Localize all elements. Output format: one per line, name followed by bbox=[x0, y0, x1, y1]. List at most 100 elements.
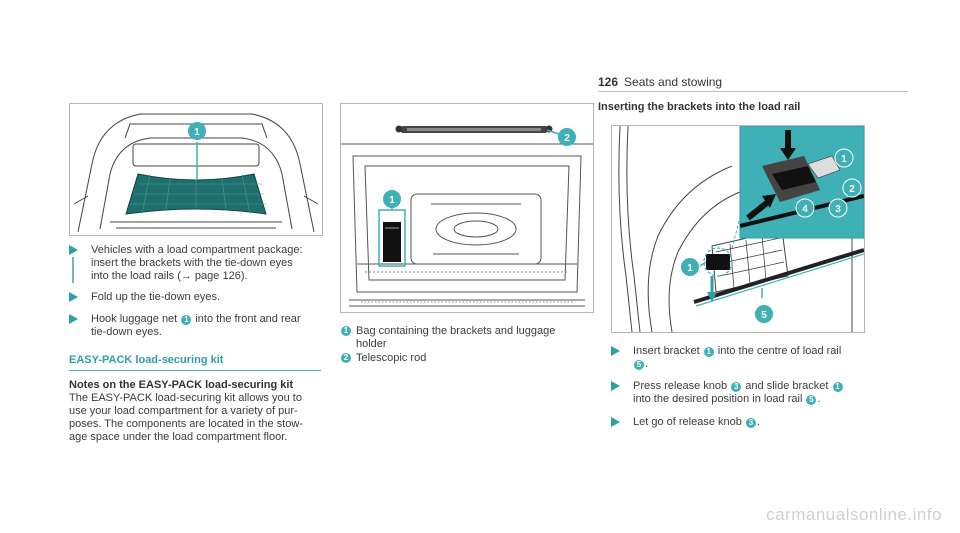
luggage-net-small bbox=[715, 235, 785, 289]
section-heading: EASY-PACK load-securing kit bbox=[69, 354, 224, 366]
callout-1-main bbox=[681, 258, 699, 276]
right-step-2-line-1: Press release knob 3 and slide bracket 1 bbox=[633, 380, 844, 393]
callout-badge: 3 bbox=[745, 418, 756, 428]
callout-1-label: 1 bbox=[389, 195, 395, 206]
legend-item-1-text: Bag containing the brackets and luggage … bbox=[356, 325, 555, 351]
luggage-net-illustration: 1 bbox=[73, 113, 319, 233]
right-step-2-text: Press release knob 3 and slide bracket 1… bbox=[633, 380, 844, 406]
section-title: Seats and stowing bbox=[624, 75, 723, 89]
step-2-text: Fold up the tie-down eyes. bbox=[91, 291, 221, 303]
right-steps: Insert bracket 1 into the centre of load… bbox=[611, 345, 891, 465]
step-arrow-icon bbox=[69, 292, 78, 302]
step-1-line-1: Vehicles with a load compartment package… bbox=[91, 244, 303, 256]
callout-1-main-label: 1 bbox=[687, 263, 693, 274]
step-divider bbox=[72, 257, 74, 283]
page-number: 126 bbox=[598, 75, 619, 89]
callout-3-label: 3 bbox=[835, 204, 841, 215]
insert-arrow-icon bbox=[707, 292, 717, 302]
callout-badge: 3 bbox=[731, 382, 742, 392]
callout-3 bbox=[828, 198, 848, 218]
figure-floor-compartment: 2 1 bbox=[340, 103, 594, 313]
legend-1-line-1: Bag containing the brackets and luggage bbox=[356, 325, 556, 337]
step-2: Fold up the tie-down eyes. bbox=[69, 291, 329, 305]
telescopic-rod bbox=[395, 125, 553, 133]
callout-1-label: 1 bbox=[194, 127, 200, 138]
step-1-line-3: into the load rails (→ page 126). bbox=[91, 270, 248, 282]
right-step-1-text: Insert bracket 1 into the centre of load… bbox=[633, 345, 841, 371]
step-3-line-2: tie-down eyes. bbox=[91, 326, 162, 338]
step-arrow-icon bbox=[611, 346, 620, 356]
right-step-1-c: . bbox=[645, 358, 649, 370]
callout-2 bbox=[558, 128, 576, 146]
callout-badge: 1 bbox=[832, 382, 843, 392]
callout-1 bbox=[383, 190, 401, 208]
step-3-text-b: into the front and rear bbox=[195, 313, 301, 325]
step-1-text: Vehicles with a load compartment package… bbox=[91, 244, 303, 283]
callout-2-label: 2 bbox=[849, 184, 855, 195]
step-3-text: Hook luggage net 1 into the front and re… bbox=[91, 313, 301, 339]
step-3: Hook luggage net 1 into the front and re… bbox=[69, 313, 329, 341]
notes-line-3: poses. The components are located in the… bbox=[69, 418, 303, 430]
right-step-3-a: Let go of release knob bbox=[633, 416, 742, 428]
slide-arrow-icon bbox=[762, 194, 776, 208]
section-heading-rule bbox=[69, 370, 321, 371]
callout-badge: 5 bbox=[806, 395, 817, 405]
right-step-1-line-1: Insert bracket 1 into the centre of load… bbox=[633, 345, 841, 358]
step-1-line-2: insert the brackets with the tie-down ey… bbox=[91, 257, 293, 269]
watermark: carmanualsonline.info bbox=[766, 505, 942, 524]
legend-2-text: Telescopic rod bbox=[356, 352, 427, 364]
figure-bracket-rail: 1 2 3 4 1 5 bbox=[611, 125, 865, 333]
step-arrow-icon bbox=[611, 417, 620, 427]
callout-badge: 5 bbox=[634, 360, 644, 370]
right-step-2-d: . bbox=[817, 393, 821, 405]
callout-2 bbox=[842, 178, 862, 198]
callout-1 bbox=[834, 148, 854, 168]
step-3-text-a: Hook luggage net bbox=[91, 313, 178, 325]
callout-1 bbox=[188, 122, 206, 140]
step-3-line-1: Hook luggage net 1 into the front and re… bbox=[91, 313, 301, 326]
callout-2-label: 2 bbox=[564, 133, 570, 144]
right-step-2-line-2: into the desired position in load rail 5… bbox=[633, 393, 844, 406]
middle-legend: 1 Bag containing the brackets and luggag… bbox=[340, 325, 592, 375]
left-column: Vehicles with a load compartment package… bbox=[69, 244, 329, 474]
step-arrow-icon bbox=[69, 245, 78, 255]
callout-5-label: 5 bbox=[761, 310, 767, 321]
right-step-2: Press release knob 3 and slide bracket 1… bbox=[611, 380, 891, 408]
load-rail bbox=[693, 248, 864, 304]
right-step-2-c: into the desired position in load rail bbox=[633, 393, 803, 405]
right-heading: Inserting the brackets into the load rai… bbox=[598, 101, 801, 113]
callout-badge: 1 bbox=[341, 326, 351, 336]
figure-luggage-net: 1 bbox=[69, 103, 323, 236]
right-step-2-a: Press release knob bbox=[633, 380, 728, 392]
callout-1-label: 1 bbox=[841, 154, 847, 165]
notes-line-1: The EASY-PACK load-securing kit allows y… bbox=[69, 392, 302, 404]
step-1: Vehicles with a load compartment package… bbox=[69, 244, 329, 284]
right-step-1-a: Insert bracket bbox=[633, 345, 700, 357]
right-step-1: Insert bracket 1 into the centre of load… bbox=[611, 345, 891, 373]
legend-item-2: 2 Telescopic rod bbox=[340, 352, 592, 366]
callout-4-label: 4 bbox=[802, 204, 808, 215]
notes-body: The EASY-PACK load-securing kit allows y… bbox=[69, 392, 329, 444]
step-arrow-icon bbox=[69, 314, 78, 324]
floor-compartment-illustration: 2 1 bbox=[341, 125, 593, 307]
legend-1-line-2: holder bbox=[356, 338, 387, 350]
page-header: 126 Seats and stowing bbox=[598, 75, 722, 89]
right-step-3-text: Let go of release knob 3. bbox=[633, 416, 760, 429]
callout-badge: 1 bbox=[703, 347, 714, 357]
right-step-3-b: . bbox=[756, 416, 760, 428]
step-arrow-icon bbox=[611, 381, 620, 391]
bracket-rail-illustration: 1 2 3 4 1 5 bbox=[618, 126, 864, 332]
inset-detail bbox=[739, 126, 864, 239]
right-step-3: Let go of release knob 3. bbox=[611, 416, 891, 430]
right-step-2-b: and slide bracket bbox=[745, 380, 829, 392]
legend-item-1: 1 Bag containing the brackets and luggag… bbox=[340, 325, 592, 351]
header-divider bbox=[598, 91, 908, 92]
notes-line-4: age space under the load compartment flo… bbox=[69, 431, 288, 443]
callout-badge: 1 bbox=[181, 315, 192, 325]
press-arrow-icon bbox=[780, 148, 796, 160]
callout-4 bbox=[795, 198, 815, 218]
right-step-1-line-2: 5. bbox=[633, 358, 841, 371]
notes-heading: Notes on the EASY-PACK load-securing kit bbox=[69, 379, 294, 391]
callout-badge: 2 bbox=[341, 353, 351, 363]
notes-line-2: use your load compartment for a variety … bbox=[69, 405, 298, 417]
